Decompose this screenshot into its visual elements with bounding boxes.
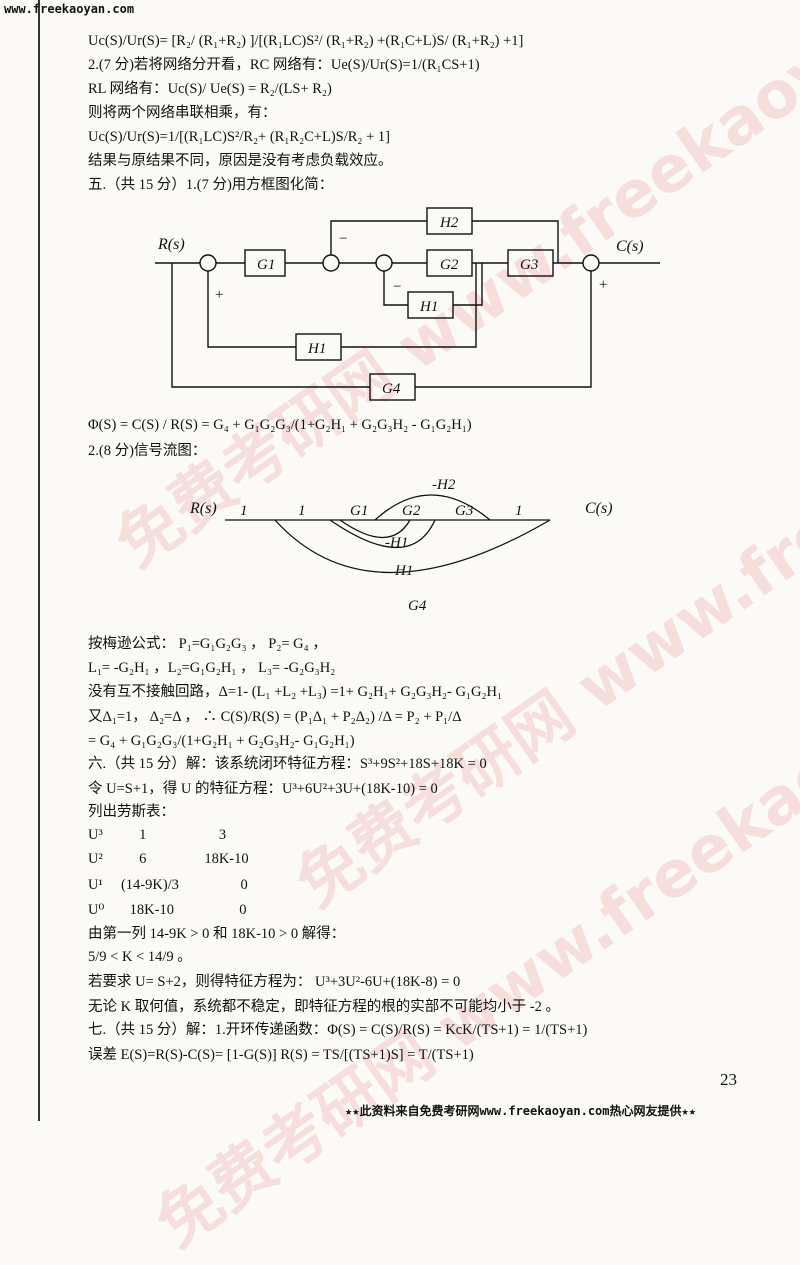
fg-g4: G4 <box>408 598 427 614</box>
text-line: 没有互不接触回路，Δ=1- (L₁ +L₂ +L₃) =1+ G₂H₁+ G₂G… <box>88 684 503 700</box>
fg-h1: H1 <box>394 563 413 579</box>
routh-row: U¹ (14-9K)/3 0 <box>88 877 248 893</box>
plus-sign: + <box>214 287 224 303</box>
block-g3: G3 <box>520 257 538 273</box>
block-h1-outer: H1 <box>307 341 326 357</box>
text-line: RL 网络有：Uc(S)/ Ue(S) = R₂/(LS+ R₂) <box>88 81 332 97</box>
text-line: L₁= -G₂H₁ ，L₂=G₁G₂H₁ ， L₃= -G₂G₃H₂ <box>88 660 336 676</box>
text-line: = G₄ + G₁G₂G₃/(1+G₂H₁ + G₂G₃H₂- G₁G₂H₁) <box>88 733 355 749</box>
block-g2: G2 <box>440 257 459 273</box>
text-line: 2.(7 分)若将网络分开看，RC 网络有：Ue(S)/Ur(S)=1/(R₁C… <box>88 57 480 73</box>
fg-gain-1: 1 <box>298 503 306 519</box>
text-line: 令 U=S+1，得 U 的特征方程：U³+6U²+3U+(18K-10) = 0 <box>88 781 438 797</box>
text-line: 无论 K 取何值，系统都不稳定，即特征方程的根的实部不可能均小于 -2 。 <box>88 999 561 1015</box>
fg-gain-1: 1 <box>515 503 523 519</box>
routh-row: U³ 1 3 <box>88 827 227 843</box>
text-line: 5/9 < K < 14/9 。 <box>88 949 192 965</box>
output-label: C(s) <box>616 238 644 255</box>
text-line: 列出劳斯表： <box>88 804 175 820</box>
text-line: 按梅逊公式： P₁=G₁G₂G₃ ， P₂= G₄ ， <box>88 636 327 652</box>
block-g1: G1 <box>257 257 275 273</box>
minus-sign: − <box>338 231 348 247</box>
block-diagram: R(s) C(s) G1 G2 G3 H2 H1 H1 G4 − − + + <box>155 207 660 401</box>
page-number: 23 <box>720 1070 737 1089</box>
text-line: 若要求 U= S+2，则得特征方程为： U³+3U²-6U+(18K-8) = … <box>88 974 461 990</box>
block-h1-inner: H1 <box>419 299 438 315</box>
section-title: 2.(8 分)信号流图： <box>88 443 207 459</box>
text-line: 又Δ₁=1， Δ₂=Δ ， ∴ C(S)/R(S) = (P₁Δ₁ + P₂Δ₂… <box>88 709 462 725</box>
text-line: 结果与原结果不同，原因是没有考虑负载效应。 <box>88 153 393 169</box>
input-label: R(s) <box>157 236 185 253</box>
fg-output: C(s) <box>585 500 613 517</box>
fg-neg-h2: -H2 <box>432 477 456 493</box>
fg-input: R(s) <box>190 500 217 517</box>
text-line: Uc(S)/Ur(S)=1/[(R₁LC)S²/R₂+ (R₁R₂C+L)S/R… <box>88 129 390 145</box>
page-margin-line <box>38 0 40 1121</box>
fg-g3: G3 <box>455 503 473 519</box>
text-line: Uc(S)/Ur(S)= [R₂/ (R₁+R₂) ]/[(R₁LC)S²/ (… <box>88 33 524 49</box>
text-line: 五.（共 15 分）1.(7 分)用方框图化简： <box>88 177 334 193</box>
plus-sign: + <box>598 277 608 293</box>
text-line: 则将两个网络串联相乘，有： <box>88 105 277 121</box>
routh-row: U² 6 18K-10 <box>88 851 249 867</box>
transfer-function-line: Φ(S) = C(S) / R(S) = G₄ + G₁G₂G₃/(1+G₂H₁… <box>88 417 472 433</box>
block-g4: G4 <box>382 381 401 397</box>
text-line: 七.（共 15 分）解：1.开环传递函数：Φ(S) = C(S)/R(S) = … <box>88 1022 588 1038</box>
footer-note: ★★此资料来自免费考研网www.freekaoyan.com热心网友提供★★ <box>345 1104 696 1118</box>
block-h2: H2 <box>439 215 459 231</box>
text-line: 由第一列 14-9K > 0 和 18K-10 > 0 解得： <box>88 926 346 942</box>
minus-sign: − <box>392 279 402 295</box>
routh-row: U⁰ 18K-10 0 <box>88 902 247 918</box>
header-url[interactable]: www.freekaoyan.com <box>4 2 135 16</box>
fg-neg-h1: -H1 <box>385 535 408 551</box>
fg-g1: G1 <box>350 503 368 519</box>
fg-gain-1: 1 <box>240 503 248 519</box>
fg-g2: G2 <box>402 503 421 519</box>
signal-flow-graph: R(s) C(s) 1 1 1 G1 G2 G3 -H2 -H1 H1 G4 <box>190 477 613 614</box>
text-line: 六.（共 15 分）解：该系统闭环特征方程：S³+9S²+18S+18K = 0 <box>88 756 487 772</box>
text-line: 误差 E(S)=R(S)-C(S)= [1-G(S)] R(S) = TS/[(… <box>88 1047 474 1063</box>
